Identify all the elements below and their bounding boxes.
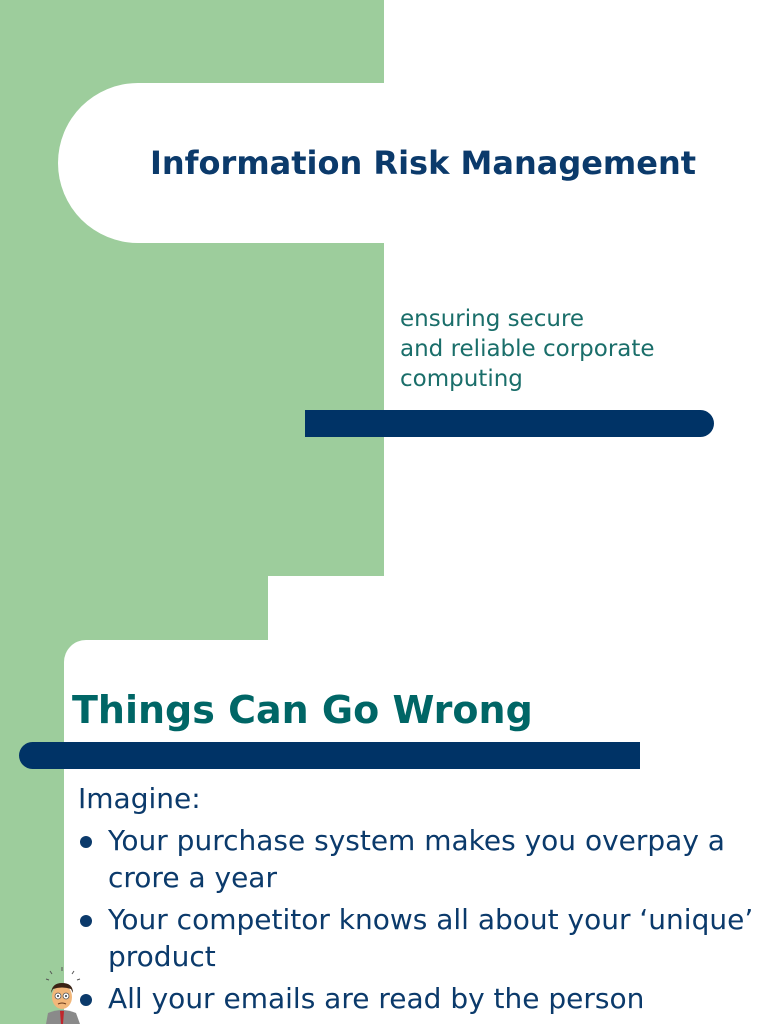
slide2-top-white [268,576,768,640]
subtitle-line: ensuring secure [400,306,585,332]
bullet-text: All your emails are read by the person [108,982,645,1015]
slide2-content-card [64,640,768,1024]
slide2-accent-bar [19,742,640,769]
bullet-text: Your purchase system makes you overpay a… [108,824,725,894]
bullet-item: All your emails are read by the person [78,980,758,1017]
slide1-accent-bar [305,410,714,437]
bullet-dot-icon [80,915,92,927]
slide1-title-pill [58,83,768,243]
subtitle-line: computing [400,366,523,392]
intro-text: Imagine: [78,782,201,815]
bullet-dot-icon [80,836,92,848]
slide1-subtitle: ensuring secure and reliable corporate c… [400,304,655,394]
slide2-title: Things Can Go Wrong [72,688,533,732]
slide2-body: Imagine: Your purchase system makes you … [78,780,758,1022]
bullet-text: Your competitor knows all about your ‘un… [108,903,754,973]
worried-businessman-icon [45,967,81,1024]
subtitle-line: and reliable corporate [400,336,655,362]
bullet-item: Your purchase system makes you overpay a… [78,822,758,896]
slide1-title: Information Risk Management [149,144,697,182]
bullet-dot-icon [80,994,92,1006]
bullet-item: Your competitor knows all about your ‘un… [78,901,758,975]
